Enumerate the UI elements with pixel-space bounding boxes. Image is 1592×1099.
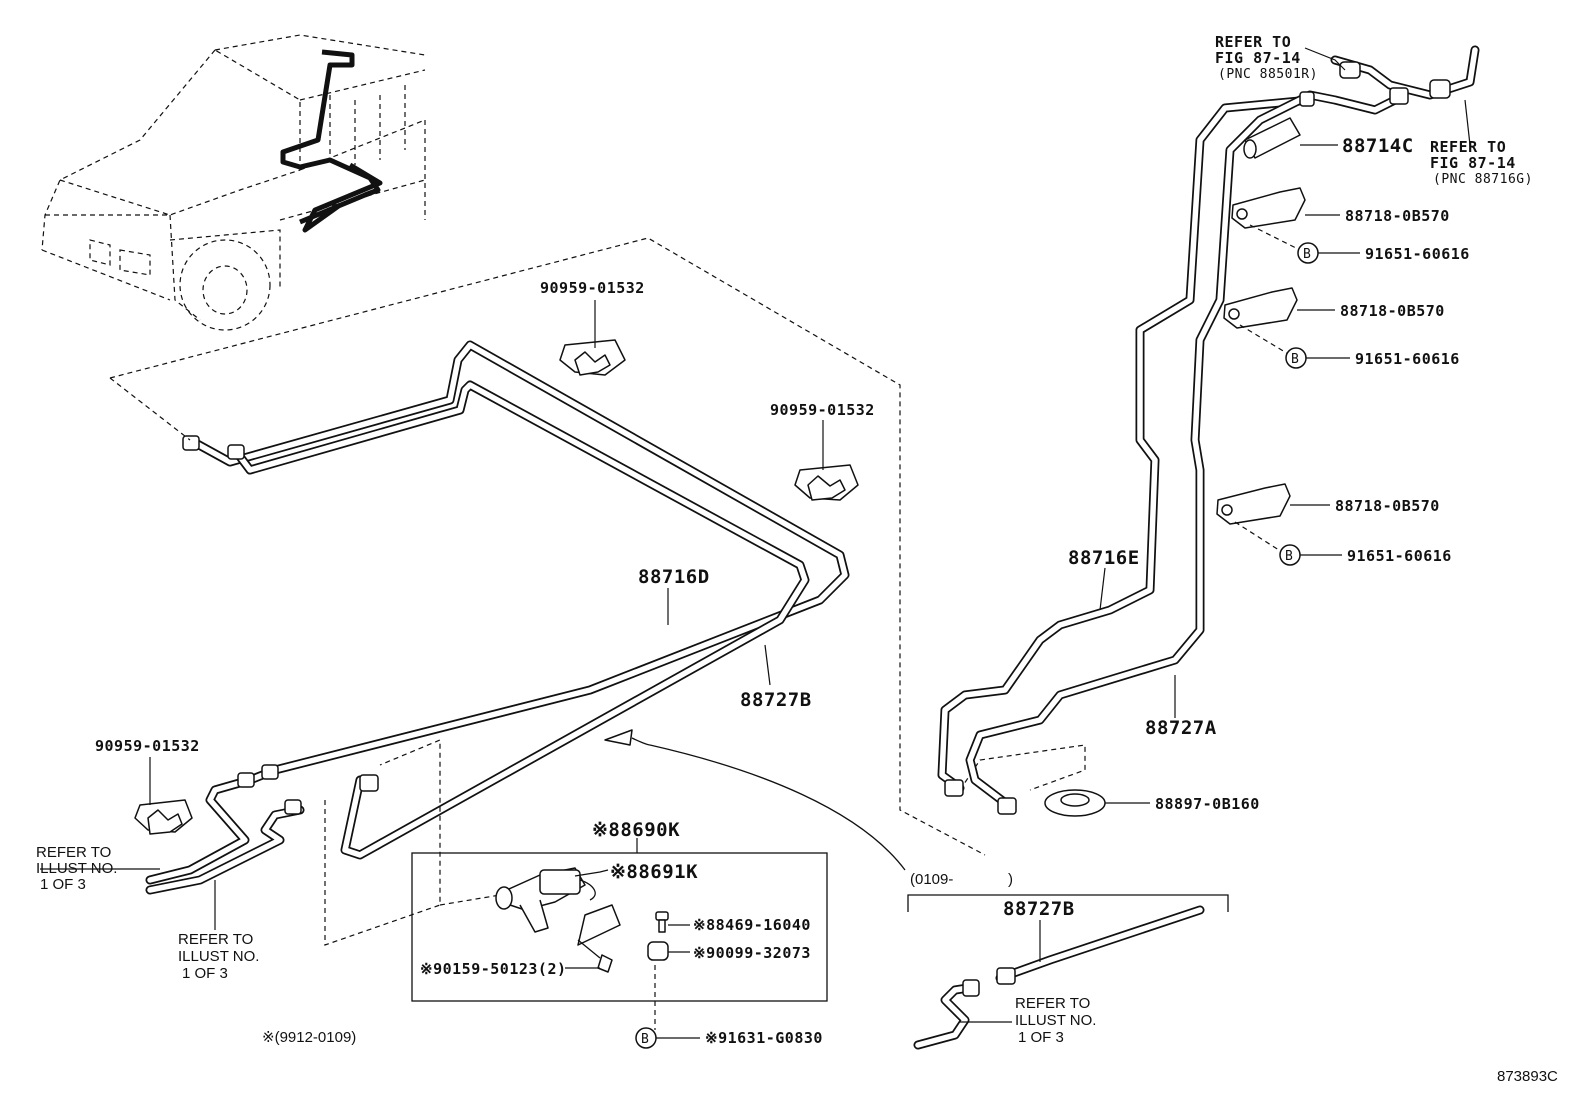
- screw-88469: [655, 911, 669, 933]
- label-refer-illust-a-1: REFER TO: [36, 844, 111, 861]
- sleeve-88714C: [1243, 117, 1338, 159]
- valve-88691K: [495, 867, 609, 933]
- vehicle-sketch: [41, 34, 426, 331]
- clip-88718-1: [1231, 187, 1360, 264]
- label-90959-mid: 90959-01532: [770, 401, 875, 419]
- pipe-88716D: [145, 340, 850, 885]
- label-range-note: (0109-: [910, 871, 953, 888]
- bolt-marker-labels: B B B B: [641, 247, 1311, 1047]
- bolt-marker-b-1: B: [1303, 247, 1311, 262]
- callout-arrow: [604, 729, 906, 871]
- label-88716D: 88716D: [638, 566, 710, 588]
- label-refer-illust-c-3: 1 OF 3: [1018, 1029, 1064, 1046]
- label-88469: ※88469-16040: [693, 916, 811, 934]
- inset-88690K: [411, 838, 828, 1002]
- label-91651-3: 91651-60616: [1347, 547, 1452, 565]
- text-labels: REFER TO FIG 87-14 (PNC 88501R) REFER TO…: [36, 33, 1558, 1085]
- label-refer-illust-b-1: REFER TO: [178, 931, 253, 948]
- bolt-90159: [577, 939, 613, 973]
- pipe-88716E: [937, 95, 1315, 793]
- clamp-90959-left: [134, 799, 193, 835]
- label-refer-illust-c-1: REFER TO: [1015, 995, 1090, 1012]
- pipe-fittings-right: [944, 61, 1451, 815]
- label-88691K: ※88691K: [610, 861, 698, 883]
- label-91631: ※91631-G0830: [705, 1029, 823, 1047]
- label-refer-illust-b-3: 1 OF 3: [182, 965, 228, 982]
- bolt-marker-b-3: B: [1285, 549, 1293, 564]
- label-refer-fig-b-1: REFER TO: [1430, 138, 1506, 156]
- clamp-90959-mid: [794, 464, 859, 501]
- label-90959-top: 90959-01532: [540, 279, 645, 297]
- inset-0109: [907, 894, 1229, 1050]
- label-refer-fig-b-2: FIG 87-14: [1430, 154, 1516, 172]
- label-88718-2: 88718-0B570: [1340, 302, 1445, 320]
- grommet-88897: [1044, 789, 1150, 817]
- label-refer-fig-a-3: (PNC 88501R): [1218, 67, 1318, 82]
- label-88718-3: 88718-0B570: [1335, 497, 1440, 515]
- pipe-right-upper: [1330, 45, 1480, 100]
- label-88727A: 88727A: [1145, 717, 1217, 739]
- label-91651-1: 91651-60616: [1365, 245, 1470, 263]
- label-date-note: ※(9912-0109): [262, 1029, 356, 1046]
- pipe-fittings-left: [182, 435, 379, 815]
- label-88718-1: 88718-0B570: [1345, 207, 1450, 225]
- label-88690K: ※88690K: [592, 819, 680, 841]
- label-88716E: 88716E: [1068, 547, 1140, 569]
- label-refer-illust-a-3: 1 OF 3: [40, 876, 86, 893]
- label-88714C: 88714C: [1342, 135, 1414, 157]
- label-refer-fig-b-3: (PNC 88716G): [1433, 172, 1533, 187]
- label-range-note-end: ): [1008, 871, 1013, 888]
- label-88727B-inset: 88727B: [1003, 898, 1075, 920]
- label-90959-left: 90959-01532: [95, 737, 200, 755]
- label-refer-fig-a-2: FIG 87-14: [1215, 49, 1301, 67]
- bolt-marker-b-4: B: [641, 1032, 649, 1047]
- bolt-marker-91631: [635, 1027, 700, 1049]
- label-refer-illust-b-2: ILLUST NO.: [178, 948, 259, 965]
- clip-88718-2: [1223, 287, 1350, 369]
- label-refer-illust-c-2: ILLUST NO.: [1015, 1012, 1096, 1029]
- leaders-left: [40, 300, 824, 930]
- label-90099: ※90099-32073: [693, 944, 811, 962]
- bolt-marker-b-2: B: [1291, 352, 1299, 367]
- grommet-90099: [647, 941, 669, 961]
- clip-88718-3: [1216, 483, 1342, 566]
- label-figure-id: 873893C: [1497, 1068, 1558, 1085]
- label-88727B: 88727B: [740, 689, 812, 711]
- label-90159: ※90159-50123(2): [420, 960, 567, 978]
- clamp-90959-top: [559, 339, 626, 376]
- label-91651-2: 91651-60616: [1355, 350, 1460, 368]
- pipe-88727A: [965, 90, 1400, 810]
- label-refer-fig-a-1: REFER TO: [1215, 33, 1291, 51]
- label-88897: 88897-0B160: [1155, 795, 1260, 813]
- pipe-88727B: [145, 380, 810, 895]
- leaders-right: [1099, 47, 1471, 718]
- label-refer-illust-a-2: ILLUST NO.: [36, 860, 117, 877]
